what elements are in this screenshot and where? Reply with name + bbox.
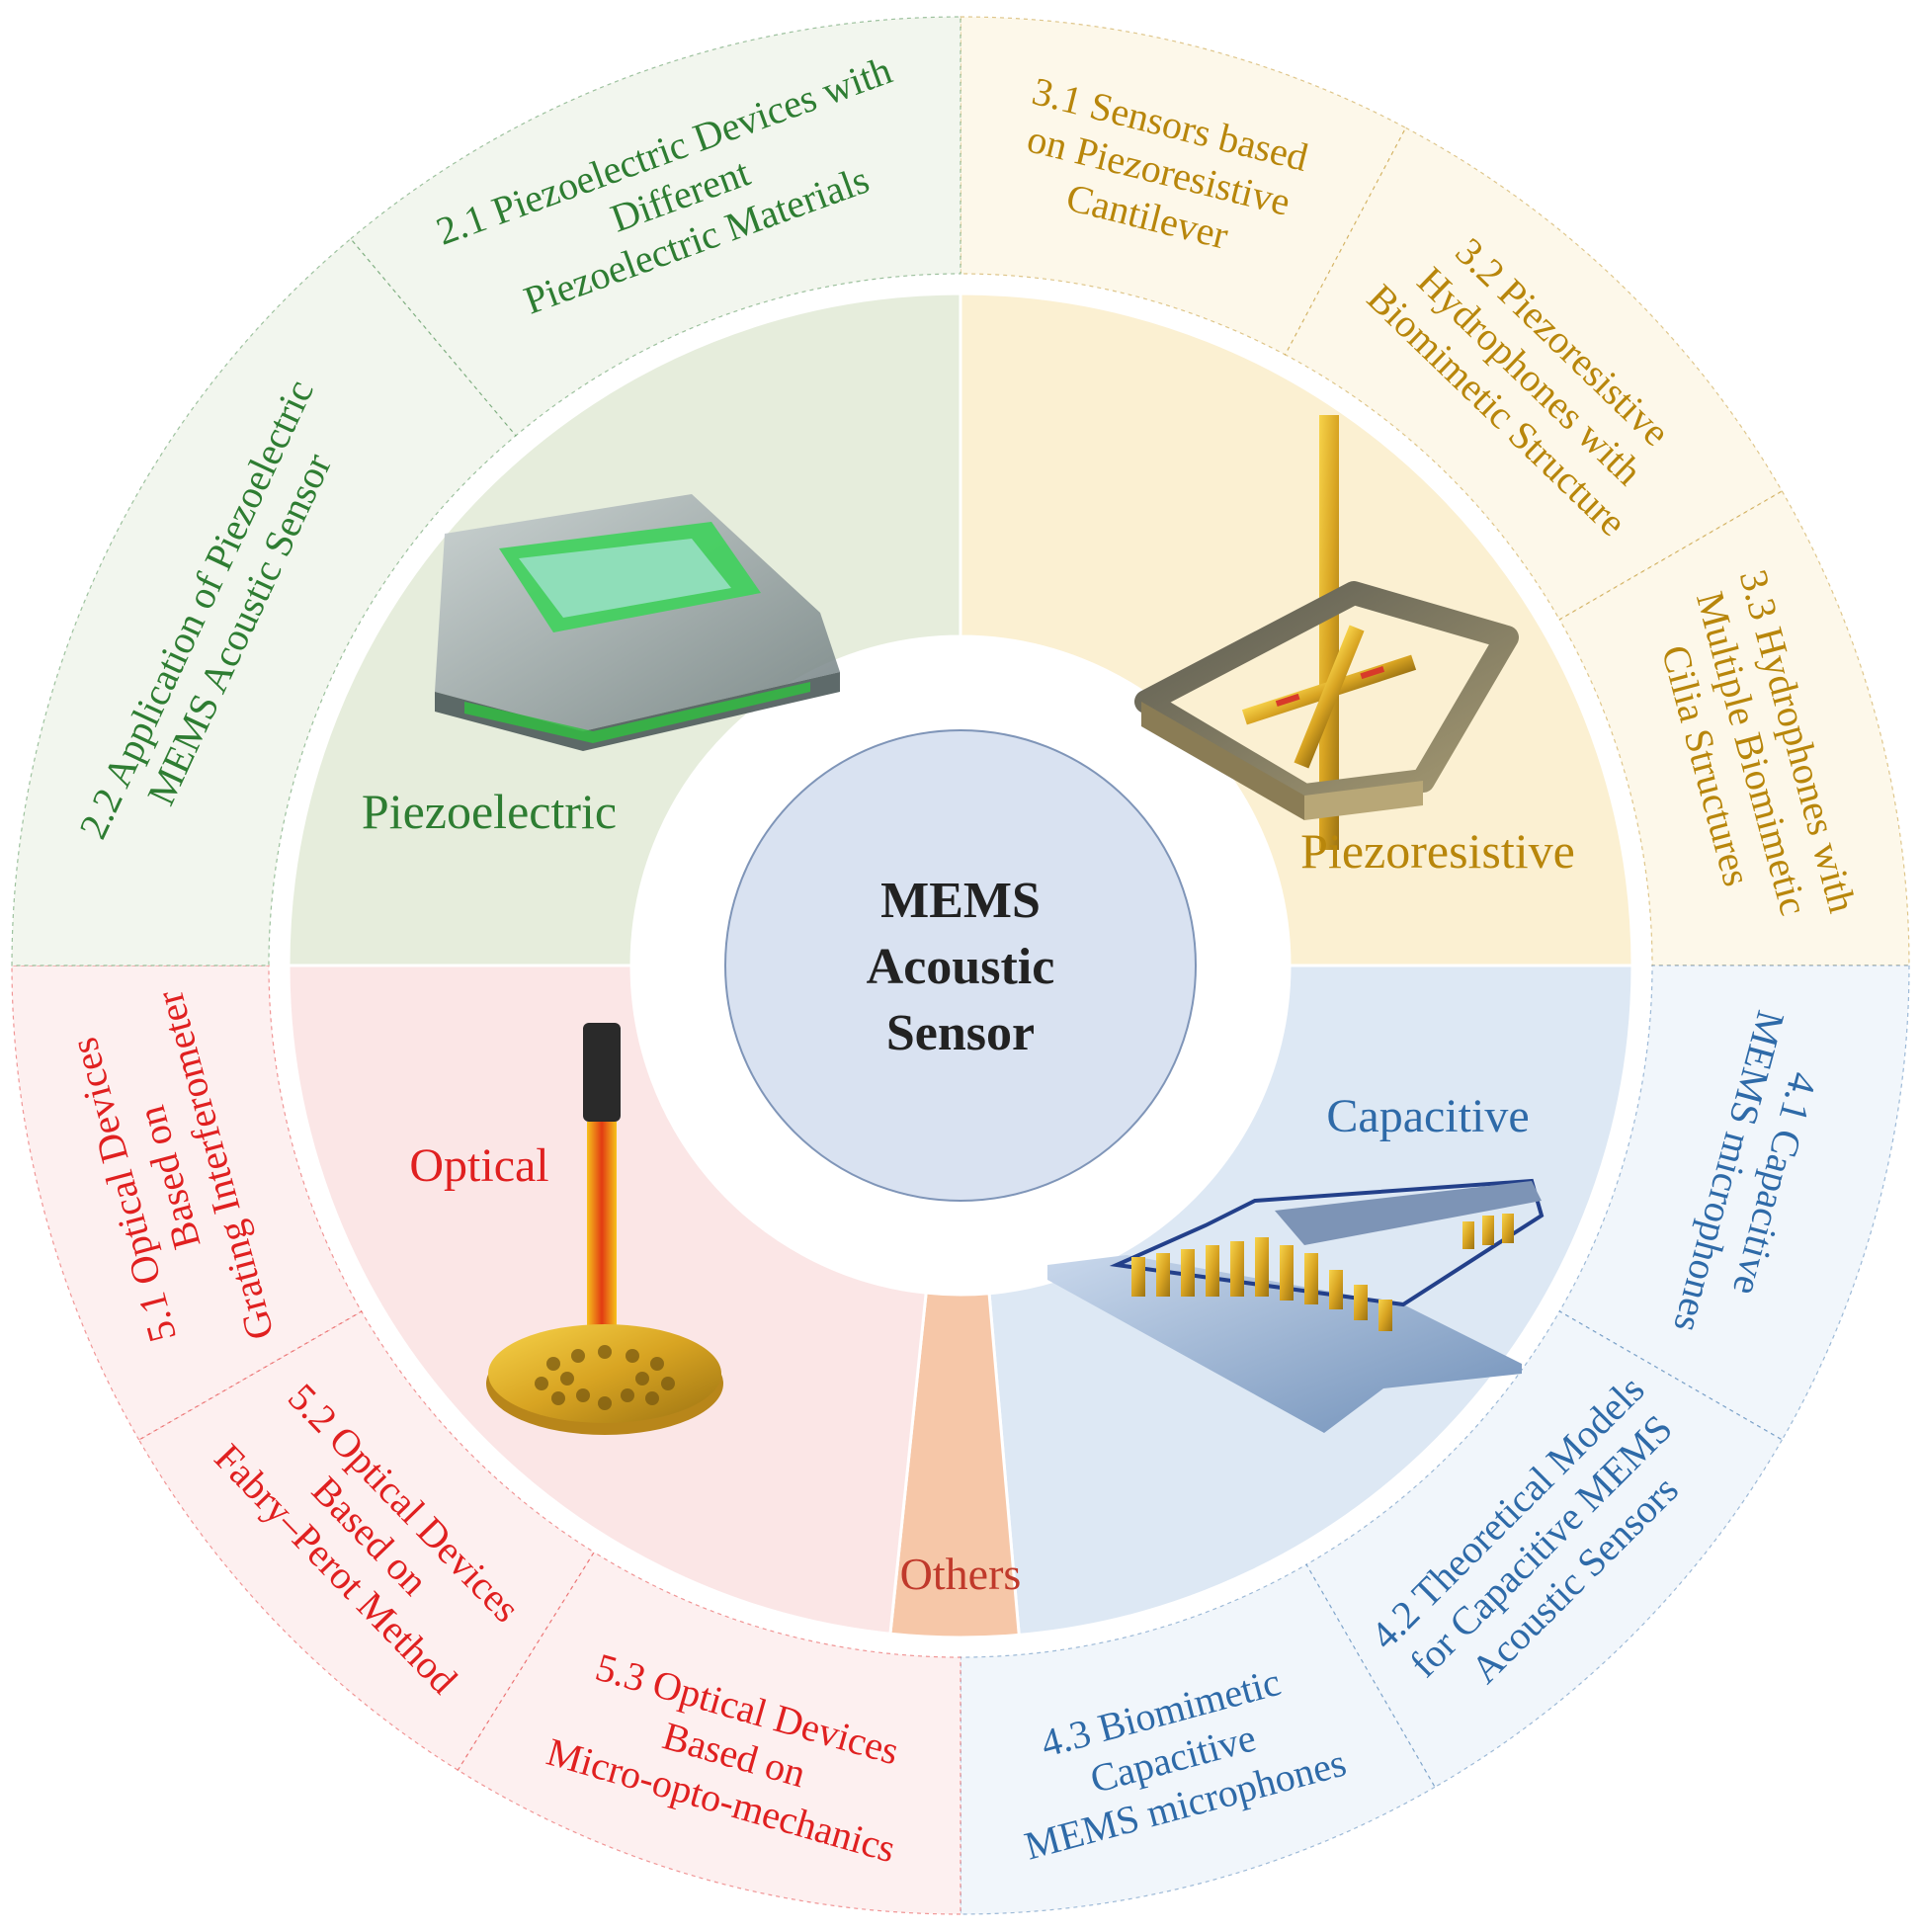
category-label-others: Others xyxy=(900,1549,1022,1599)
center-circle xyxy=(724,729,1197,1202)
topic-segment-capacitive xyxy=(960,1563,1436,1915)
topic-segment-piezoelectric xyxy=(11,237,517,966)
category-label-piezoelectric: Piezoelectric xyxy=(362,784,617,839)
topic-segment-optical xyxy=(11,965,363,1441)
comb-capacitor-icon xyxy=(1047,1178,1545,1433)
category-label-optical: Optical xyxy=(409,1139,548,1192)
topic-segment-piezoresistive xyxy=(960,16,1407,356)
outer-topic-ring xyxy=(11,16,1910,1915)
cilia-hydrophone-icon xyxy=(1134,415,1519,850)
fiber-optic-probe-icon xyxy=(486,1023,723,1435)
topic-segment-optical xyxy=(457,1551,961,1915)
topic-segment-piezoelectric xyxy=(350,16,961,437)
center-title-line-2: Acoustic xyxy=(867,939,1055,995)
center-title-line-1: MEMS xyxy=(880,873,1041,929)
topic-segment-piezoresistive xyxy=(1284,126,1784,621)
center-title: MEMS Acoustic Sensor xyxy=(867,873,1055,1061)
center-title-line-3: Sensor xyxy=(886,1005,1035,1061)
category-label-capacitive: Capacitive xyxy=(1326,1090,1529,1142)
topic-segment-capacitive xyxy=(1305,1310,1784,1789)
topic-segment-capacitive xyxy=(1558,965,1910,1441)
topic-segment-optical xyxy=(137,1310,595,1771)
topic-segment-piezoresistive xyxy=(1558,490,1910,966)
diaphragm-sensor-icon xyxy=(435,494,840,751)
category-label-piezoresistive: Piezoresistive xyxy=(1300,823,1575,879)
